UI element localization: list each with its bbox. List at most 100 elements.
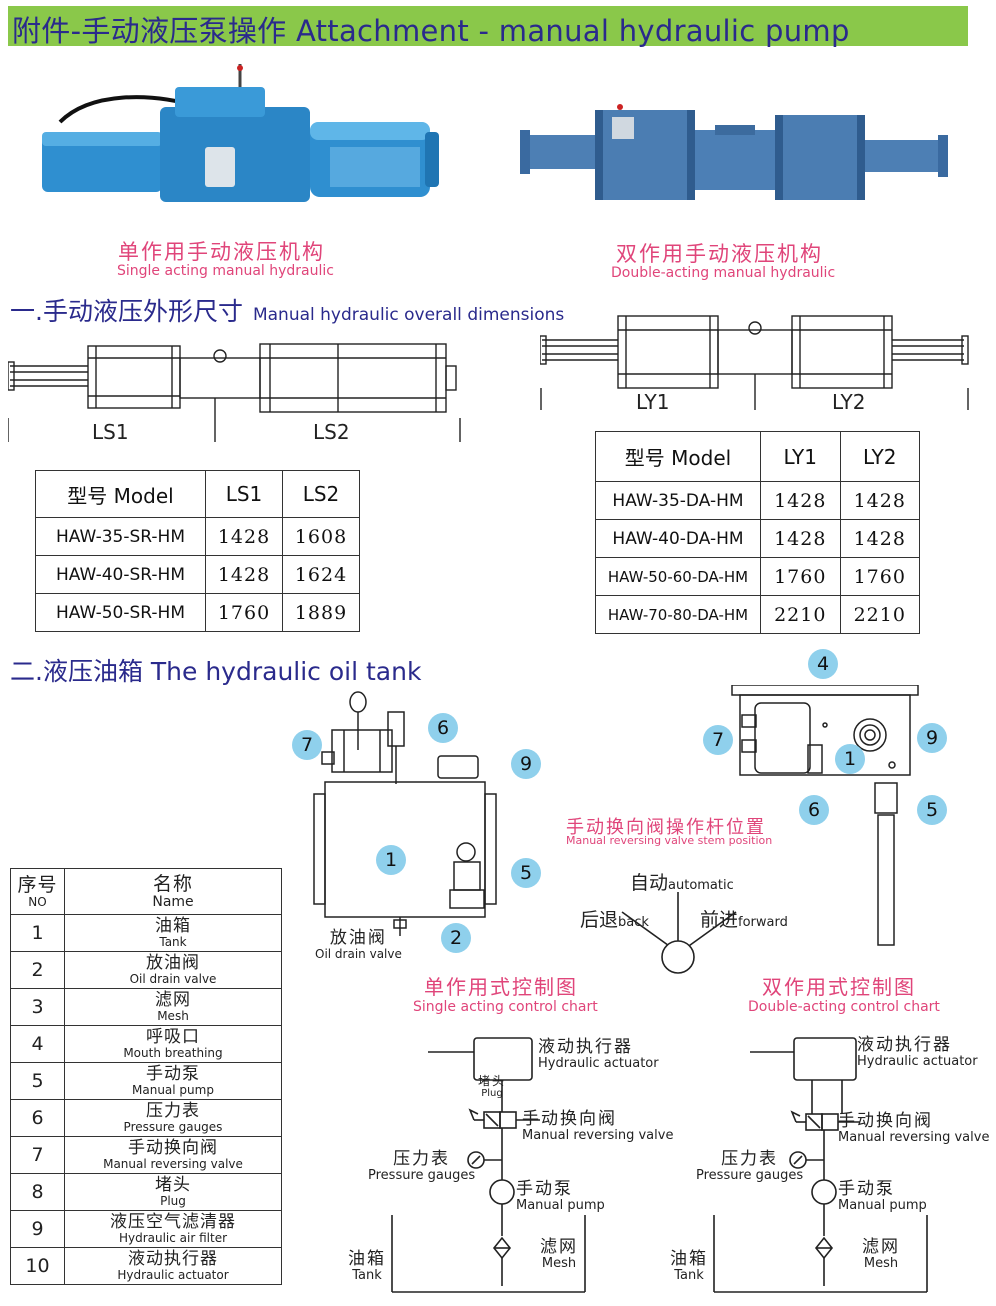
table-header-row: 型号 Model LY1 LY2	[595, 431, 920, 482]
callout-7: 7	[292, 730, 322, 760]
single-tank-zh: 油箱	[348, 1249, 386, 1269]
single-valve-zh: 手动换向阀	[522, 1109, 617, 1129]
double-mesh-label: 滤网 Mesh	[862, 1238, 900, 1271]
oil-drain-valve-label: 放油阀 Oil drain valve	[315, 929, 402, 961]
ly1-cell: 1428	[760, 519, 841, 558]
header-ls1: LS1	[205, 470, 283, 518]
double-valve-zh: 手动换向阀	[838, 1111, 933, 1131]
single-gauge-label: 压力表 Pressure gauges	[368, 1150, 475, 1183]
double-valve-en: Manual reversing valve	[838, 1129, 990, 1145]
single-tank-label: 油箱 Tank	[348, 1250, 386, 1283]
table-header-row: 型号 Model LS1 LS2	[35, 470, 360, 518]
header-name-en: Name	[152, 893, 194, 910]
ly1-cell: 1428	[760, 481, 841, 520]
single-valve-en: Manual reversing valve	[522, 1127, 674, 1143]
part-name-zh: 滤网	[155, 990, 191, 1010]
double-pump-label: 手动泵 Manual pump	[838, 1180, 927, 1213]
double-gauge-zh: 压力表	[721, 1149, 779, 1169]
double-acting-dimension-drawing	[540, 315, 969, 410]
callout-6: 6	[428, 713, 458, 743]
callout-2: 2	[441, 923, 471, 953]
ls2-cell: 1624	[282, 555, 360, 594]
ls1-cell: 1760	[205, 593, 283, 632]
automatic-zh: 自动	[630, 872, 669, 894]
header-name: 名称 Name	[64, 868, 282, 915]
part-no: 6	[10, 1099, 65, 1137]
ly2-cell: 1428	[839, 481, 920, 520]
single-photo-caption-zh: 单作用手动液压机构	[118, 240, 325, 264]
back-zh: 后退	[580, 909, 619, 931]
part-no: 1	[10, 914, 65, 952]
single-valve-label: 手动换向阀 Manual reversing valve	[522, 1110, 673, 1143]
part-no: 9	[10, 1210, 65, 1248]
part-name-zh: 压力表	[146, 1101, 200, 1121]
double-acting-spec-table: 型号 Model LY1 LY2 HAW-35-DA-HM 1428 1428 …	[595, 431, 920, 634]
single-mesh-label: 滤网 Mesh	[540, 1238, 578, 1271]
part-no: 4	[10, 1025, 65, 1063]
callout-7-top: 7	[703, 725, 733, 755]
part-name-zh: 呼吸口	[146, 1027, 200, 1047]
single-actuator-zh: 液动执行器	[538, 1037, 633, 1057]
header-ly2: LY2	[839, 431, 920, 482]
single-gauge-zh: 压力表	[393, 1149, 451, 1169]
ly1-cell: 2210	[760, 595, 841, 634]
callout-4: 4	[808, 649, 838, 679]
part-no: 3	[10, 988, 65, 1026]
ly1-label: LY1	[636, 390, 670, 414]
section-2-title: 二.液压油箱 The hydraulic oil tank	[10, 657, 422, 686]
lever-title-en: Manual reversing valve stem position	[566, 834, 773, 847]
back-en: back	[618, 915, 649, 930]
part-name-en: Manual reversing valve	[103, 1157, 243, 1171]
ly1-cell: 1760	[760, 557, 841, 596]
ls2-cell: 1608	[282, 517, 360, 556]
header-bar	[8, 6, 968, 46]
part-name-zh: 手动泵	[146, 1064, 200, 1084]
part-name-zh: 液压空气滤清器	[110, 1212, 236, 1232]
single-pump-zh: 手动泵	[516, 1179, 573, 1199]
double-actuator-zh: 液动执行器	[857, 1035, 952, 1055]
double-actuator-en: Hydraulic actuator	[857, 1053, 978, 1069]
part-name-zh: 液动执行器	[128, 1249, 218, 1269]
ly2-label: LY2	[832, 390, 866, 414]
single-gauge-en: Pressure gauges	[368, 1167, 476, 1183]
part-name-en: Pressure gauges	[123, 1120, 223, 1134]
callout-5-top: 5	[917, 795, 947, 825]
table-row: HAW-50-60-DA-HM 1760 1760	[595, 557, 920, 596]
model-cell: HAW-50-SR-HM	[35, 593, 206, 632]
double-tank-zh: 油箱	[670, 1249, 708, 1269]
header-name-zh: 名称	[152, 872, 193, 895]
single-plug-en: Plug	[481, 1088, 503, 1100]
double-acting-actuator-illustration	[520, 104, 948, 200]
header-no-zh: 序号	[17, 873, 58, 896]
table-row: HAW-40-DA-HM 1428 1428	[595, 519, 920, 558]
single-actuator-label: 液动执行器 Hydraulic actuator	[538, 1038, 659, 1071]
double-actuator-label: 液动执行器 Hydraulic actuator	[857, 1036, 978, 1069]
double-tank-label: 油箱 Tank	[670, 1250, 708, 1283]
model-cell: HAW-70-80-DA-HM	[595, 595, 761, 634]
table-row: HAW-35-DA-HM 1428 1428	[595, 481, 920, 520]
double-gauge-label: 压力表 Pressure gauges	[696, 1150, 803, 1183]
double-pump-zh: 手动泵	[838, 1179, 895, 1199]
callout-5: 5	[511, 858, 541, 888]
callout-6-top: 6	[799, 795, 829, 825]
part-name-zh: 油箱	[155, 916, 191, 936]
table-row: HAW-40-SR-HM 1428 1624	[35, 555, 360, 594]
ls1-cell: 1428	[205, 555, 283, 594]
single-pump-label: 手动泵 Manual pump	[516, 1180, 605, 1213]
ly2-cell: 1428	[839, 519, 920, 558]
part-no: 5	[10, 1062, 65, 1100]
callout-1-top: 1	[835, 744, 865, 774]
header-no-en: NO	[28, 894, 47, 909]
